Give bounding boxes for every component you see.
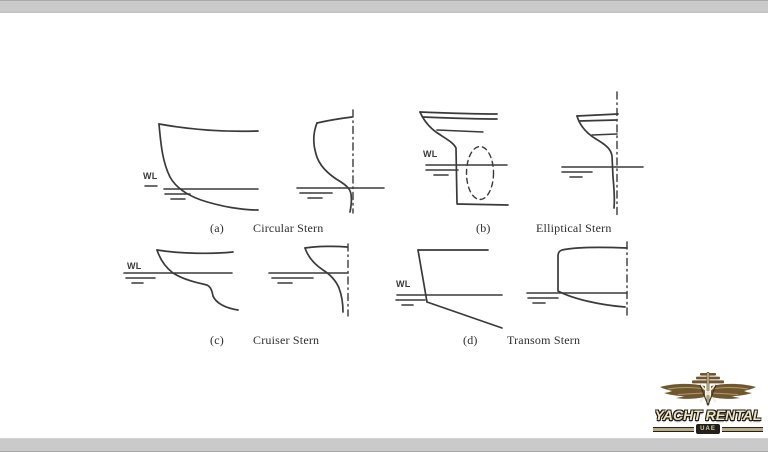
deck-line bbox=[419, 111, 498, 115]
panel-c-cruiser-stern bbox=[123, 243, 349, 317]
logo-uae-badge: UAE bbox=[696, 424, 720, 434]
waterline-label-b: WL bbox=[423, 149, 438, 159]
panel-b-index-label: (b) bbox=[476, 221, 491, 235]
transom-line bbox=[417, 249, 428, 303]
top-gray-bar bbox=[0, 0, 768, 13]
panel-d-name-label: Transom Stern bbox=[507, 333, 581, 347]
winged-anchor-emblem-icon bbox=[660, 372, 756, 407]
yacht-rental-logo: YACHT RENTAL UAE bbox=[650, 371, 766, 437]
panel-b-name-label: Elliptical Stern bbox=[536, 221, 612, 235]
hull-profile-path bbox=[156, 249, 239, 311]
buttock-line bbox=[426, 301, 503, 329]
logo-rule-left bbox=[653, 426, 695, 432]
bottom-line bbox=[456, 203, 509, 206]
logo-uae-row: UAE bbox=[650, 424, 766, 434]
section-deck-line bbox=[576, 113, 619, 117]
waterline-label-d: WL bbox=[396, 279, 411, 289]
panel-a-name-label: Circular Stern bbox=[253, 221, 324, 235]
counter-line bbox=[436, 129, 484, 133]
section-deck-line bbox=[578, 119, 618, 122]
panel-a-circular-stern bbox=[144, 109, 385, 214]
panel-b-elliptical-stern bbox=[419, 91, 644, 219]
logo-rule-right bbox=[721, 426, 764, 432]
logo-brand-text: YACHT RENTAL bbox=[654, 407, 762, 423]
section-body-path bbox=[304, 247, 344, 313]
hull-profile-path bbox=[158, 123, 259, 211]
section-counter-line bbox=[591, 133, 618, 136]
panel-d-index-label: (d) bbox=[463, 333, 478, 347]
section-transom-path bbox=[557, 246, 628, 308]
panel-d-transom-stern bbox=[395, 241, 628, 329]
waterline-label-c: WL bbox=[127, 261, 142, 271]
panel-a-index-label: (a) bbox=[210, 221, 224, 235]
hull-profile-path bbox=[419, 111, 458, 204]
panel-c-name-label: Cruiser Stern bbox=[253, 333, 320, 347]
deck-line bbox=[422, 116, 498, 120]
section-body-path bbox=[576, 115, 616, 209]
waterline-label-a: WL bbox=[143, 171, 158, 181]
section-deck-line bbox=[304, 245, 348, 249]
section-body-path bbox=[313, 122, 353, 213]
deck-line bbox=[158, 123, 259, 133]
propeller-aperture-ellipse bbox=[465, 145, 495, 201]
panel-c-index-label: (c) bbox=[210, 333, 224, 347]
section-deck-line bbox=[316, 116, 353, 124]
deck-line bbox=[156, 249, 234, 255]
